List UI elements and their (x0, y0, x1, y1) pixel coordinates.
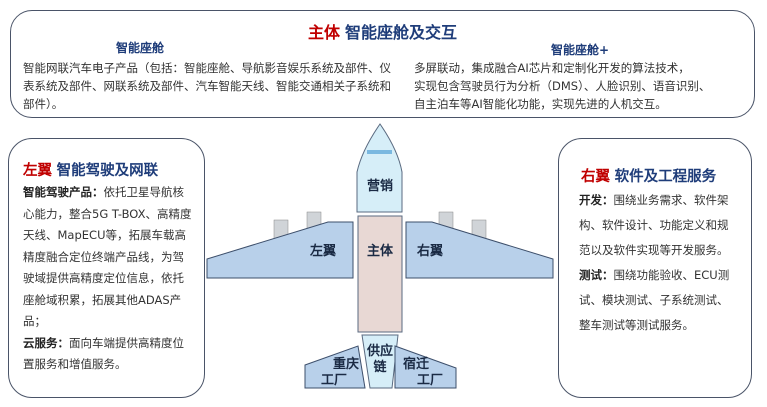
left-wing-text: 智能驾驶产品：依托卫星导航核心能力，整合5G T-BOX、高精度天线、MapEC… (23, 185, 192, 371)
smart-cabin-subtitle: 智能座舱 (116, 41, 165, 55)
chongqing-factory-label: 重庆 (333, 356, 359, 372)
chongqing-factory-label-2: 工厂 (321, 373, 347, 388)
tail-center-shape (361, 334, 399, 389)
smart-cabin-plus-subtitle: 智能座舱+ (551, 43, 610, 57)
smart-cabin-text: 智能网联汽车电子产品（包括：智能座舱、导航影音娱乐系统及部件、仪表系统及部件、网… (23, 61, 391, 111)
supply-chain-label-2: 链 (372, 359, 387, 375)
nose-shape (356, 123, 403, 213)
smart-cabin-plus-text: 多屏联动，集成融合AI芯片和定制化开发的算法技术， 实现包含驾驶员行为分析（DM… (414, 61, 711, 111)
right-wing-label: 右翼 (416, 243, 443, 259)
suqian-factory-label: 宿迁 (403, 356, 429, 372)
left-wing-label: 左翼 (310, 243, 336, 259)
supply-chain-label: 供应 (366, 343, 393, 359)
right-wing-shape (405, 221, 554, 279)
tail-left-shape (304, 345, 366, 389)
cockpit-window (367, 150, 392, 154)
right-wing-text: 开发：围绕业务需求、软件架构、软件设计、功能定义和规范以及软件实现等开发服务。 … (579, 193, 730, 332)
nose-label: 营销 (367, 178, 393, 194)
body-label: 主体 (367, 243, 394, 259)
tail-right-shape (394, 345, 457, 389)
cabin-panel: 主体 智能座舱及交互 智能座舱 智能网联汽车电子产品（包括：智能座舱、导航影音娱… (10, 10, 755, 118)
left-wing-title: 左翼 智能驾驶及网联 (23, 163, 159, 179)
left-wing-shape (206, 221, 354, 279)
body-shape (357, 215, 403, 333)
left-wing-panel: 左翼 智能驾驶及网联 智能驾驶产品：依托卫星导航核心能力，整合5G T-BOX、… (8, 138, 205, 398)
cabin-title: 主体 智能座舱及交互 (307, 23, 458, 42)
right-wing-panel: 右翼 软件及工程服务 开发：围绕业务需求、软件架构、软件设计、功能定义和规范以及… (558, 138, 752, 398)
right-wing-title: 右翼 软件及工程服务 (581, 169, 717, 185)
suqian-factory-label-2: 工厂 (417, 373, 443, 388)
